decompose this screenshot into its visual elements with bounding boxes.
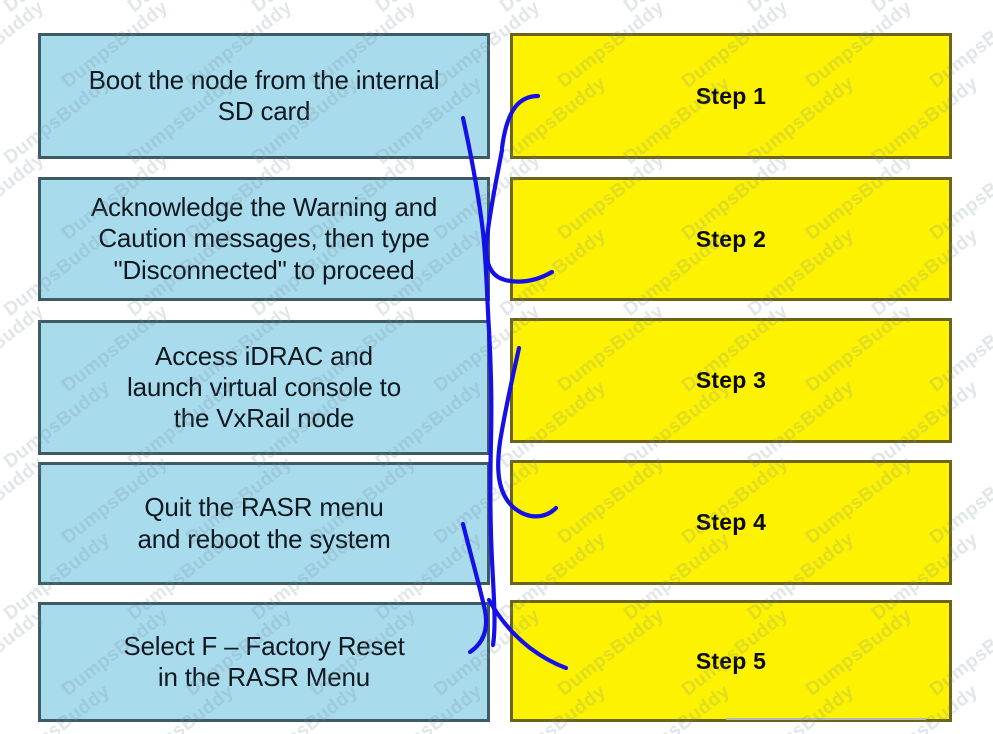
task-box-1[interactable]: Boot the node from the internal SD card: [38, 33, 490, 159]
step-box-5[interactable]: Step 5: [510, 600, 952, 722]
step-box-4-label: Step 4: [695, 509, 767, 535]
step-box-2[interactable]: Step 2: [510, 177, 952, 301]
step-box-4[interactable]: Step 4: [510, 460, 952, 585]
task-box-5[interactable]: Select F – Factory Reset in the RASR Men…: [38, 602, 490, 722]
task-box-1-label: Boot the node from the internal SD card: [88, 64, 440, 126]
task-box-3-label: Access iDRAC and launch virtual console …: [127, 340, 401, 434]
step-box-3[interactable]: Step 3: [510, 318, 952, 443]
step-box-2-label: Step 2: [695, 225, 767, 252]
step-box-5-label: Step 5: [695, 647, 767, 674]
task-box-5-label: Select F – Factory Reset in the RASR Men…: [123, 630, 405, 692]
scan-artifact-line: [726, 718, 926, 720]
task-box-2[interactable]: Acknowledge the Warning and Caution mess…: [38, 177, 490, 301]
watermark-text: DumpsBuddy: [0, 0, 115, 17]
watermark-text: DumpsBuddy: [248, 0, 363, 17]
step-box-3-label: Step 3: [695, 367, 767, 393]
task-box-4[interactable]: Quit the RASR menu and reboot the system: [38, 462, 490, 585]
watermark-text: DumpsBuddy: [124, 0, 239, 17]
watermark-text: DumpsBuddy: [620, 0, 735, 17]
watermark-text: DumpsBuddy: [496, 0, 611, 17]
watermark-text: DumpsBuddy: [372, 0, 487, 17]
step-box-1[interactable]: Step 1: [510, 33, 952, 159]
task-box-4-label: Quit the RASR menu and reboot the system: [137, 492, 391, 554]
step-box-1-label: Step 1: [695, 82, 767, 109]
task-box-2-label: Acknowledge the Warning and Caution mess…: [90, 192, 438, 285]
watermark-text: DumpsBuddy: [744, 0, 859, 17]
task-box-3[interactable]: Access iDRAC and launch virtual console …: [38, 320, 490, 455]
watermark-text: DumpsBuddy: [868, 0, 983, 17]
